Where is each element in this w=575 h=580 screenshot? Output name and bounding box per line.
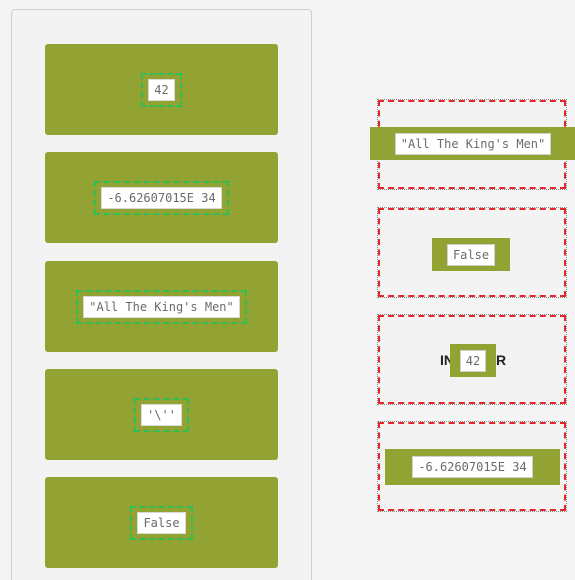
draggable-token-wrap[interactable]: -6.62607015E 34 [94, 180, 229, 215]
placed-tile[interactable]: 42 [450, 344, 496, 377]
draggable-token-wrap[interactable]: False [130, 505, 193, 540]
draggable-token[interactable]: False [137, 511, 186, 534]
drop-slot-outline [378, 208, 566, 297]
drop-slot-1[interactable]: "All The King's Men" [370, 99, 575, 190]
source-tile-5[interactable]: False [45, 477, 278, 568]
drop-slot-4[interactable]: -6.62607015E 34 [377, 421, 567, 512]
placed-tile[interactable]: "All The King's Men" [370, 127, 575, 160]
draggable-token-wrap[interactable]: '\'' [134, 397, 189, 432]
drop-slot-2[interactable]: False [377, 207, 567, 298]
drop-slot-outline [378, 422, 566, 511]
placed-token[interactable]: -6.62607015E 34 [412, 456, 533, 478]
draggable-token[interactable]: "All The King's Men" [83, 295, 240, 318]
source-tile-2[interactable]: -6.62607015E 34 [45, 152, 278, 243]
draggable-token[interactable]: '\'' [141, 403, 182, 426]
placed-token[interactable]: False [446, 243, 496, 266]
source-panel: 42 -6.62607015E 34 "All The King's Men" … [11, 9, 312, 580]
drop-slot-outline [378, 315, 566, 404]
placed-token[interactable]: 42 [459, 349, 487, 372]
source-tile-4[interactable]: '\'' [45, 369, 278, 460]
drop-slot-3[interactable]: IN R 42 [377, 314, 567, 405]
placed-token[interactable]: "All The King's Men" [394, 132, 552, 155]
source-tile-1[interactable]: 42 [45, 44, 278, 135]
source-tile-3[interactable]: "All The King's Men" [45, 261, 278, 352]
draggable-token[interactable]: 42 [148, 78, 175, 101]
draggable-token[interactable]: -6.62607015E 34 [101, 186, 222, 209]
draggable-token-wrap[interactable]: "All The King's Men" [76, 289, 247, 324]
placed-tile[interactable]: -6.62607015E 34 [385, 449, 560, 485]
slot-label-right: R [496, 351, 507, 368]
draggable-token-wrap[interactable]: 42 [141, 72, 182, 107]
placed-tile[interactable]: False [432, 238, 510, 271]
